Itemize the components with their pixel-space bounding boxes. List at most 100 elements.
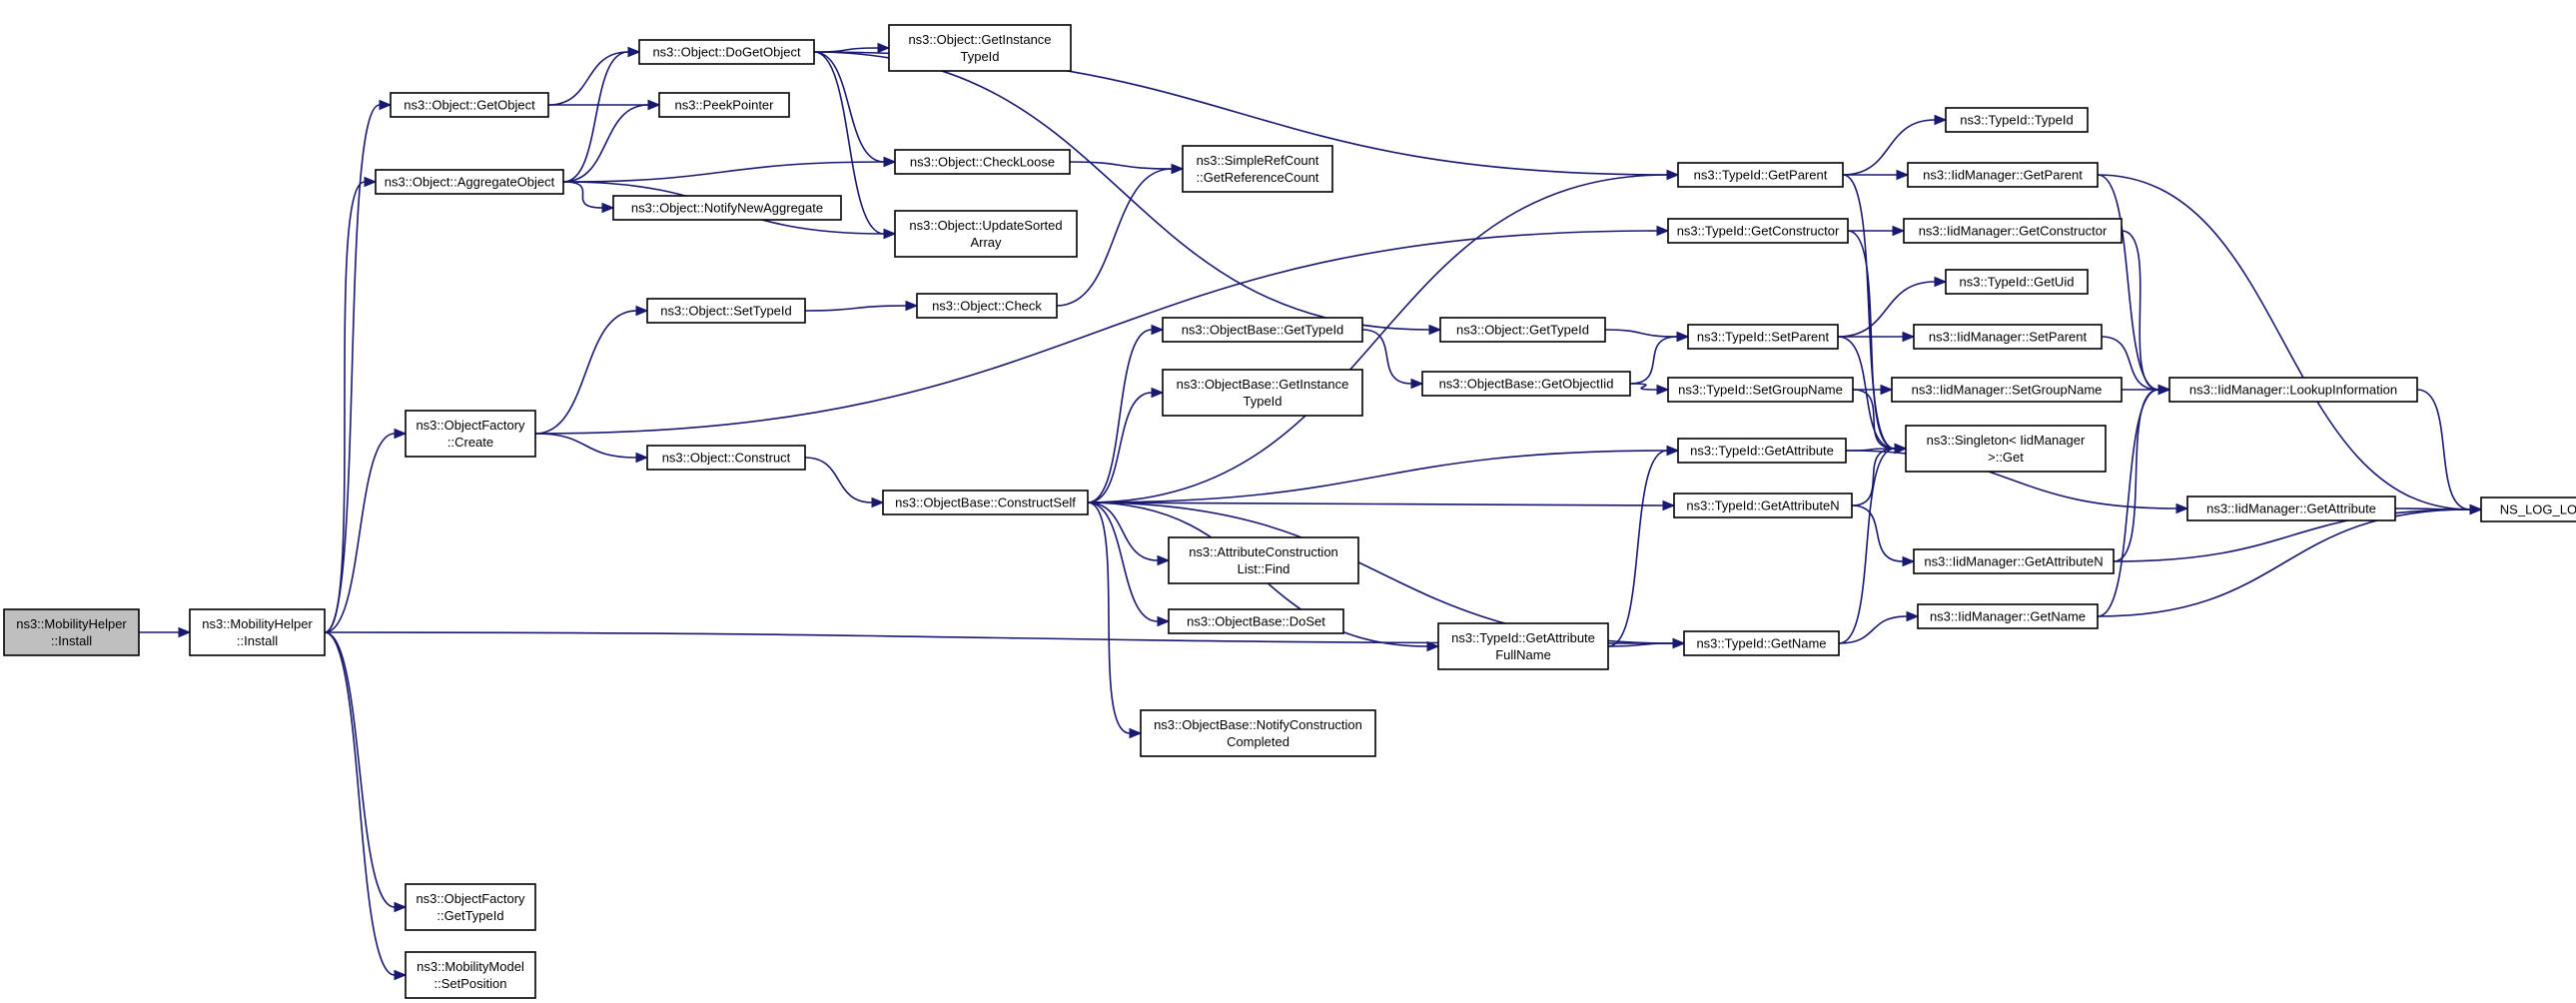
edge-line	[813, 51, 1430, 331]
node-ob-constructself[interactable]: ns3::ObjectBase::ConstructSelf	[882, 490, 1089, 515]
edge-tid-getparent-to-singleton-get	[1842, 174, 1908, 455]
node-ns-log-logic[interactable]: NS_LOG_LOGIC	[2480, 497, 2576, 522]
node-iid-getparent[interactable]: ns3::IidManager::GetParent	[1907, 162, 2099, 188]
node-label: ns3::ObjectBase::ConstructSelf	[895, 496, 1076, 510]
arrowhead-icon	[1880, 384, 1894, 396]
node-peekpointer[interactable]: ns3::PeekPointer	[658, 92, 790, 118]
node-iid-getconstructor[interactable]: ns3::IidManager::GetConstructor	[1903, 218, 2123, 244]
node-label: ::GetTypeId	[436, 908, 503, 923]
edge-iid-getparent-to-ns-log-logic	[2097, 174, 2483, 515]
node-obj-construct[interactable]: ns3::Object::Construct	[646, 445, 806, 471]
node-box	[1168, 608, 1344, 634]
node-iid-getattributen[interactable]: ns3::IidManager::GetAttributeN	[1913, 548, 2115, 574]
node-tid-setparent[interactable]: ns3::TypeId::SetParent	[1687, 324, 1839, 350]
node-label: ns3::IidManager::LookupInformation	[2189, 383, 2397, 398]
edge-ob-constructself-to-ob-gettypeid	[1087, 324, 1165, 503]
edge-iid-getconstructor-to-iid-lookupinformation	[2121, 230, 2171, 396]
node-of-gettypeid[interactable]: ns3::ObjectFactory::GetTypeId	[405, 883, 536, 931]
node-tid-getconstructor[interactable]: ns3::TypeId::GetConstructor	[1667, 218, 1849, 244]
node-tid-getuid[interactable]: ns3::TypeId::GetUid	[1945, 269, 2089, 295]
arrowhead-icon	[1151, 387, 1165, 399]
arrowhead-icon	[877, 42, 891, 54]
node-simplerefcount[interactable]: ns3::SimpleRefCount::GetReferenceCount	[1182, 145, 1333, 193]
node-box	[1913, 324, 2103, 350]
node-label: ns3::Singleton< IidManager	[1927, 433, 2086, 448]
node-box	[1903, 218, 2123, 244]
node-label: List::Find	[1238, 561, 1290, 576]
edges-layer	[139, 42, 2483, 981]
node-ob-getobjectiid[interactable]: ns3::ObjectBase::GetObjectIid	[1421, 371, 1631, 397]
edge-obj-aggregate-to-obj-notifynewagg	[562, 181, 615, 214]
edge-tid-getconstructor-to-singleton-get	[1847, 230, 1908, 455]
edge-line	[1607, 642, 1674, 647]
node-iid-getattribute[interactable]: ns3::IidManager::GetAttribute	[2186, 496, 2396, 521]
node-tid-setgroupname[interactable]: ns3::TypeId::SetGroupName	[1667, 377, 1854, 403]
node-mm-setposition[interactable]: ns3::MobilityModel::SetPosition	[405, 951, 536, 999]
node-obj-notifynewagg[interactable]: ns3::Object::NotifyNewAggregate	[612, 195, 842, 221]
node-tid-getname[interactable]: ns3::TypeId::GetName	[1683, 630, 1840, 656]
node-box	[1913, 548, 2115, 574]
node-obj-getobject[interactable]: ns3::Object::GetObject	[390, 92, 549, 118]
node-tid-getattribute[interactable]: ns3::TypeId::GetAttribute	[1677, 438, 1847, 464]
node-obj-aggregate[interactable]: ns3::Object::AggregateObject	[375, 169, 564, 195]
edge-line	[562, 161, 885, 183]
node-box	[894, 210, 1078, 258]
node-label: ns3::IidManager::GetAttributeN	[1924, 554, 2103, 569]
node-box	[894, 149, 1071, 175]
node-tid-typeid[interactable]: ns3::TypeId::TypeId	[1945, 107, 2089, 133]
edge-line	[324, 631, 1674, 644]
node-ob-gettypeid[interactable]: ns3::ObjectBase::GetTypeId	[1162, 317, 1363, 343]
edge-line	[562, 104, 649, 183]
node-label: ns3::Object::SetTypeId	[660, 304, 792, 319]
edge-line	[2097, 508, 2471, 617]
node-ob-notifyconstruction[interactable]: ns3::ObjectBase::NotifyConstructionCompl…	[1140, 709, 1376, 757]
node-label: ns3::Object::GetInstance	[908, 32, 1051, 47]
arrowhead-icon	[1906, 610, 1920, 622]
node-obj-check[interactable]: ns3::Object::Check	[916, 293, 1058, 319]
edge-obj-dogetobject-to-obj-getinstancetypeid	[813, 42, 891, 54]
node-singleton-get[interactable]: ns3::Singleton< IidManager>::Get	[1905, 425, 2107, 473]
node-obj-settypeid[interactable]: ns3::Object::SetTypeId	[646, 298, 806, 324]
node-iid-getname[interactable]: ns3::IidManager::GetName	[1917, 603, 2099, 629]
node-box	[405, 883, 536, 931]
arrowhead-icon	[1892, 225, 1906, 237]
node-label: TypeId	[960, 49, 999, 64]
node-mh-install[interactable]: ns3::MobilityHelper::Install	[189, 608, 326, 656]
arrowhead-icon	[1656, 384, 1670, 396]
node-label: ns3::TypeId::GetName	[1696, 636, 1826, 651]
node-label: ns3::TypeId::GetUid	[1960, 275, 2075, 290]
edge-obj-check-to-simplerefcount	[1056, 163, 1185, 307]
nodes-layer: ns3::MobilityHelper::Installns3::Mobilit…	[3, 24, 2576, 999]
edge-iid-getname-to-iid-lookupinformation	[2097, 384, 2171, 617]
edge-line	[1607, 450, 1668, 647]
node-box	[189, 608, 326, 656]
edge-mh-install-to-obj-aggregate	[324, 176, 378, 633]
node-obj-checkloose[interactable]: ns3::Object::CheckLoose	[894, 149, 1071, 175]
node-tid-getattributen[interactable]: ns3::TypeId::GetAttributeN	[1673, 493, 1853, 518]
node-obj-gettypeid[interactable]: ns3::Object::GetTypeId	[1439, 317, 1606, 343]
edge-line	[1851, 448, 1896, 506]
node-ob-doset[interactable]: ns3::ObjectBase::DoSet	[1168, 608, 1344, 634]
node-box	[1439, 317, 1606, 343]
edge-tid-getattributefullname-to-tid-getname	[1607, 637, 1686, 649]
node-label: ::Create	[447, 435, 493, 450]
arrowhead-icon	[364, 176, 378, 188]
node-mh-install-root[interactable]: ns3::MobilityHelper::Install	[3, 608, 140, 656]
node-iid-lookupinformation[interactable]: ns3::IidManager::LookupInformation	[2168, 377, 2418, 403]
node-iid-setparent[interactable]: ns3::IidManager::SetParent	[1913, 324, 2103, 350]
arrowhead-icon	[883, 228, 897, 240]
node-of-create[interactable]: ns3::ObjectFactory::Create	[405, 410, 536, 458]
node-obj-dogetobject[interactable]: ns3::Object::DoGetObject	[638, 39, 815, 65]
node-tid-getparent[interactable]: ns3::TypeId::GetParent	[1677, 162, 1844, 188]
node-label: ns3::ObjectBase::GetObjectIid	[1439, 377, 1614, 392]
edge-of-create-to-tid-getconstructor	[534, 225, 1670, 435]
arrowhead-icon	[1934, 114, 1948, 126]
node-iid-setgroupname[interactable]: ns3::IidManager::SetGroupName	[1891, 377, 2123, 403]
node-label: ns3::MobilityModel	[417, 959, 524, 974]
edge-line	[1087, 329, 1153, 503]
